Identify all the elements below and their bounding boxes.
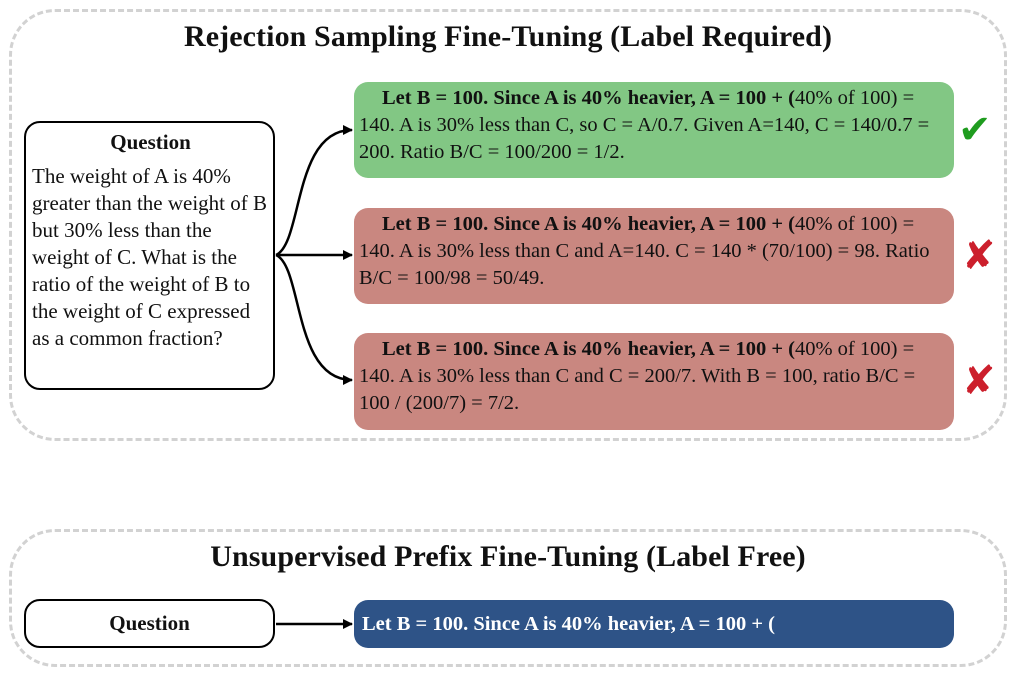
arrow-to-response-3 <box>275 253 353 385</box>
response-incorrect-2: Let B = 100. Since A is 40% heavier, A =… <box>354 333 954 430</box>
prefix-box: Let B = 100. Since A is 40% heavier, A =… <box>354 600 954 648</box>
question-title: Question <box>110 130 191 154</box>
response-continuation: 40% of 100) = 140. A is 30% less than C … <box>359 338 916 414</box>
cross-icon: ✘ <box>962 233 996 279</box>
response-prefix: Let B = 100. Since A is 40% heavier, A =… <box>382 213 795 235</box>
prefix-fine-tuning-title: Unsupervised Prefix Fine-Tuning (Label F… <box>210 540 806 573</box>
prefix-text: Let B = 100. Since A is 40% heavier, A =… <box>362 612 775 635</box>
rejection-sampling-title: Rejection Sampling Fine-Tuning (Label Re… <box>183 20 833 53</box>
question-text: The weight of A is 40% greater than the … <box>32 164 267 350</box>
response-incorrect-1: Let B = 100. Since A is 40% heavier, A =… <box>354 208 954 304</box>
response-prefix: Let B = 100. Since A is 40% heavier, A =… <box>382 87 795 109</box>
check-icon: ✔ <box>958 107 992 153</box>
arrow-to-response-1 <box>275 125 353 257</box>
question-box-bottom: Question <box>24 599 275 648</box>
response-correct: Let B = 100. Since A is 40% heavier, A =… <box>354 82 954 178</box>
cross-icon: ✘ <box>962 358 996 404</box>
response-continuation: 40% of 100) = 140. A is 30% less than C,… <box>359 87 930 163</box>
rejection-sampling-panel: Rejection Sampling Fine-Tuning (Label Re… <box>9 9 1007 441</box>
question-box: Question The weight of A is 40% greater … <box>24 121 275 390</box>
response-prefix: Let B = 100. Since A is 40% heavier, A =… <box>382 338 795 360</box>
prefix-fine-tuning-panel: Unsupervised Prefix Fine-Tuning (Label F… <box>9 529 1007 667</box>
response-continuation: 40% of 100) = 140. A is 30% less than C … <box>359 213 930 289</box>
question-title: Question <box>109 611 190 635</box>
